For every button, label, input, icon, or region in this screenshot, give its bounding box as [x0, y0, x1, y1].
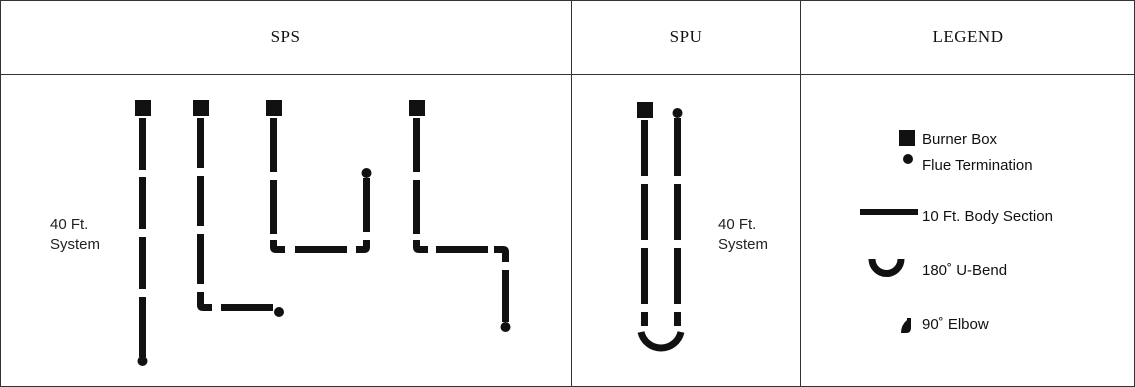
legend-body-section-icon	[860, 209, 918, 215]
body-section	[674, 184, 681, 240]
spu-system-label-line2: System	[718, 236, 769, 253]
column-divider-1	[571, 0, 572, 387]
elbow-icon	[494, 246, 509, 262]
sps-system-1	[135, 100, 151, 366]
body-section	[641, 120, 648, 176]
sps-system-3	[266, 100, 372, 253]
legend-u-bend-icon	[868, 258, 905, 277]
body-section	[270, 118, 277, 172]
elbow-icon	[356, 240, 370, 253]
header-sps: SPS	[270, 27, 301, 46]
body-section	[674, 248, 681, 304]
sps-system-label-line1: 40 Ft.	[50, 216, 89, 233]
body-section	[197, 234, 204, 284]
spu-system-label-line1: 40 Ft.	[718, 216, 757, 233]
flue-termination-icon	[361, 168, 372, 178]
legend-flue-termination-icon	[903, 154, 913, 164]
table-border-left	[0, 0, 1, 387]
header-divider	[0, 74, 1135, 75]
burner-box-icon	[135, 100, 151, 116]
body-section	[436, 246, 488, 253]
body-section	[139, 237, 146, 289]
body-section	[641, 312, 648, 326]
flue-termination-icon	[274, 307, 284, 317]
burner-box-icon	[637, 102, 653, 118]
legend-label-body-section: 10 Ft. Body Section	[922, 208, 1053, 225]
flue-termination-icon	[500, 322, 511, 332]
body-section	[270, 180, 277, 234]
flue-termination-icon	[672, 108, 683, 118]
sps-system-2	[193, 100, 284, 317]
spu-system	[637, 102, 685, 352]
column-divider-2	[800, 0, 801, 387]
body-section	[295, 246, 347, 253]
flue-termination-icon	[137, 356, 148, 366]
legend-label-elbow: 90˚ Elbow	[922, 316, 989, 333]
body-section	[641, 248, 648, 304]
body-section	[413, 180, 420, 234]
body-section	[197, 118, 204, 168]
elbow-icon	[197, 292, 212, 311]
body-section	[139, 297, 146, 349]
elbow-icon	[413, 240, 428, 253]
spu-system-label: 40 Ft. System	[718, 215, 768, 255]
legend-label-u-bend: 180˚ U-Bend	[922, 262, 1008, 279]
sps-system-4	[409, 100, 511, 332]
table-border-top	[0, 0, 1135, 1]
legend-elbow-icon	[901, 318, 911, 333]
legend-label-flue-termination: Flue Termination	[922, 157, 1033, 174]
body-section	[674, 312, 681, 326]
body-section	[221, 304, 273, 311]
legend-label-burner-box: Burner Box	[922, 131, 998, 148]
burner-box-icon	[409, 100, 425, 116]
u-bend-icon	[637, 330, 685, 352]
sps-system-label: 40 Ft. System	[50, 215, 100, 255]
burner-box-icon	[193, 100, 209, 116]
burner-box-icon	[266, 100, 282, 116]
body-section	[674, 118, 681, 176]
elbow-icon	[270, 240, 285, 253]
body-section	[502, 270, 509, 322]
body-section	[363, 178, 370, 232]
body-section	[139, 177, 146, 229]
header-legend: LEGEND	[932, 27, 1004, 46]
body-section	[413, 118, 420, 172]
body-section	[139, 118, 146, 170]
body-section	[641, 184, 648, 240]
header-spu: SPU	[669, 27, 703, 46]
body-section	[197, 176, 204, 226]
legend-burner-box-icon	[899, 130, 915, 146]
sps-system-label-line2: System	[50, 236, 101, 253]
